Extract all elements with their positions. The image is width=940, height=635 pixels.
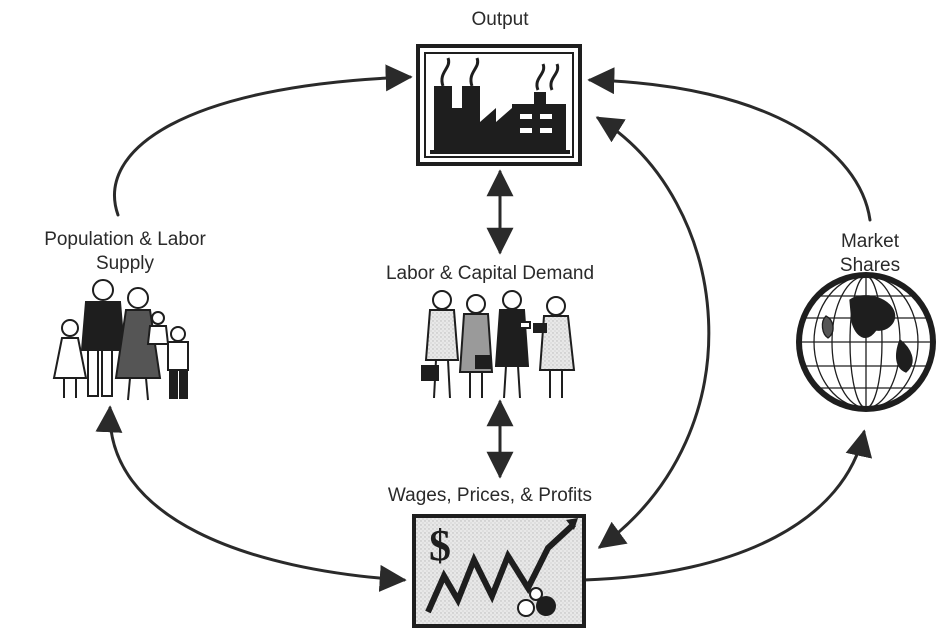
arrow-wages-to-market [582, 429, 873, 582]
arrow-market-to-output [587, 67, 872, 222]
label-wages-text: Wages, Prices, & Profits [387, 485, 593, 506]
label-wages: Wages, Prices, & Profits [330, 484, 650, 508]
arrow-population-wages-bidirectional [95, 405, 407, 592]
label-population: Population & Labor Supply [10, 228, 240, 276]
label-output: Output [420, 8, 580, 32]
label-output-text: Output [471, 9, 529, 30]
money-chart-icon: $ [412, 514, 586, 628]
label-market-shares: Market Shares [800, 230, 940, 278]
business-people-icon [421, 290, 576, 399]
label-market-line1: Market [840, 231, 900, 252]
label-market-line2: Shares [839, 255, 901, 276]
factory-icon [416, 44, 582, 166]
family-icon [52, 279, 189, 401]
svg-text:$: $ [429, 521, 451, 570]
label-labor-capital-text: Labor & Capital Demand [385, 263, 595, 284]
arrow-output-wages-bidirectional [595, 116, 711, 549]
label-population-line2: Supply [95, 253, 155, 274]
label-population-line1: Population & Labor [44, 229, 206, 250]
label-labor-capital: Labor & Capital Demand [340, 262, 640, 286]
globe-icon [796, 272, 936, 412]
arrow-population-to-output [113, 64, 413, 217]
